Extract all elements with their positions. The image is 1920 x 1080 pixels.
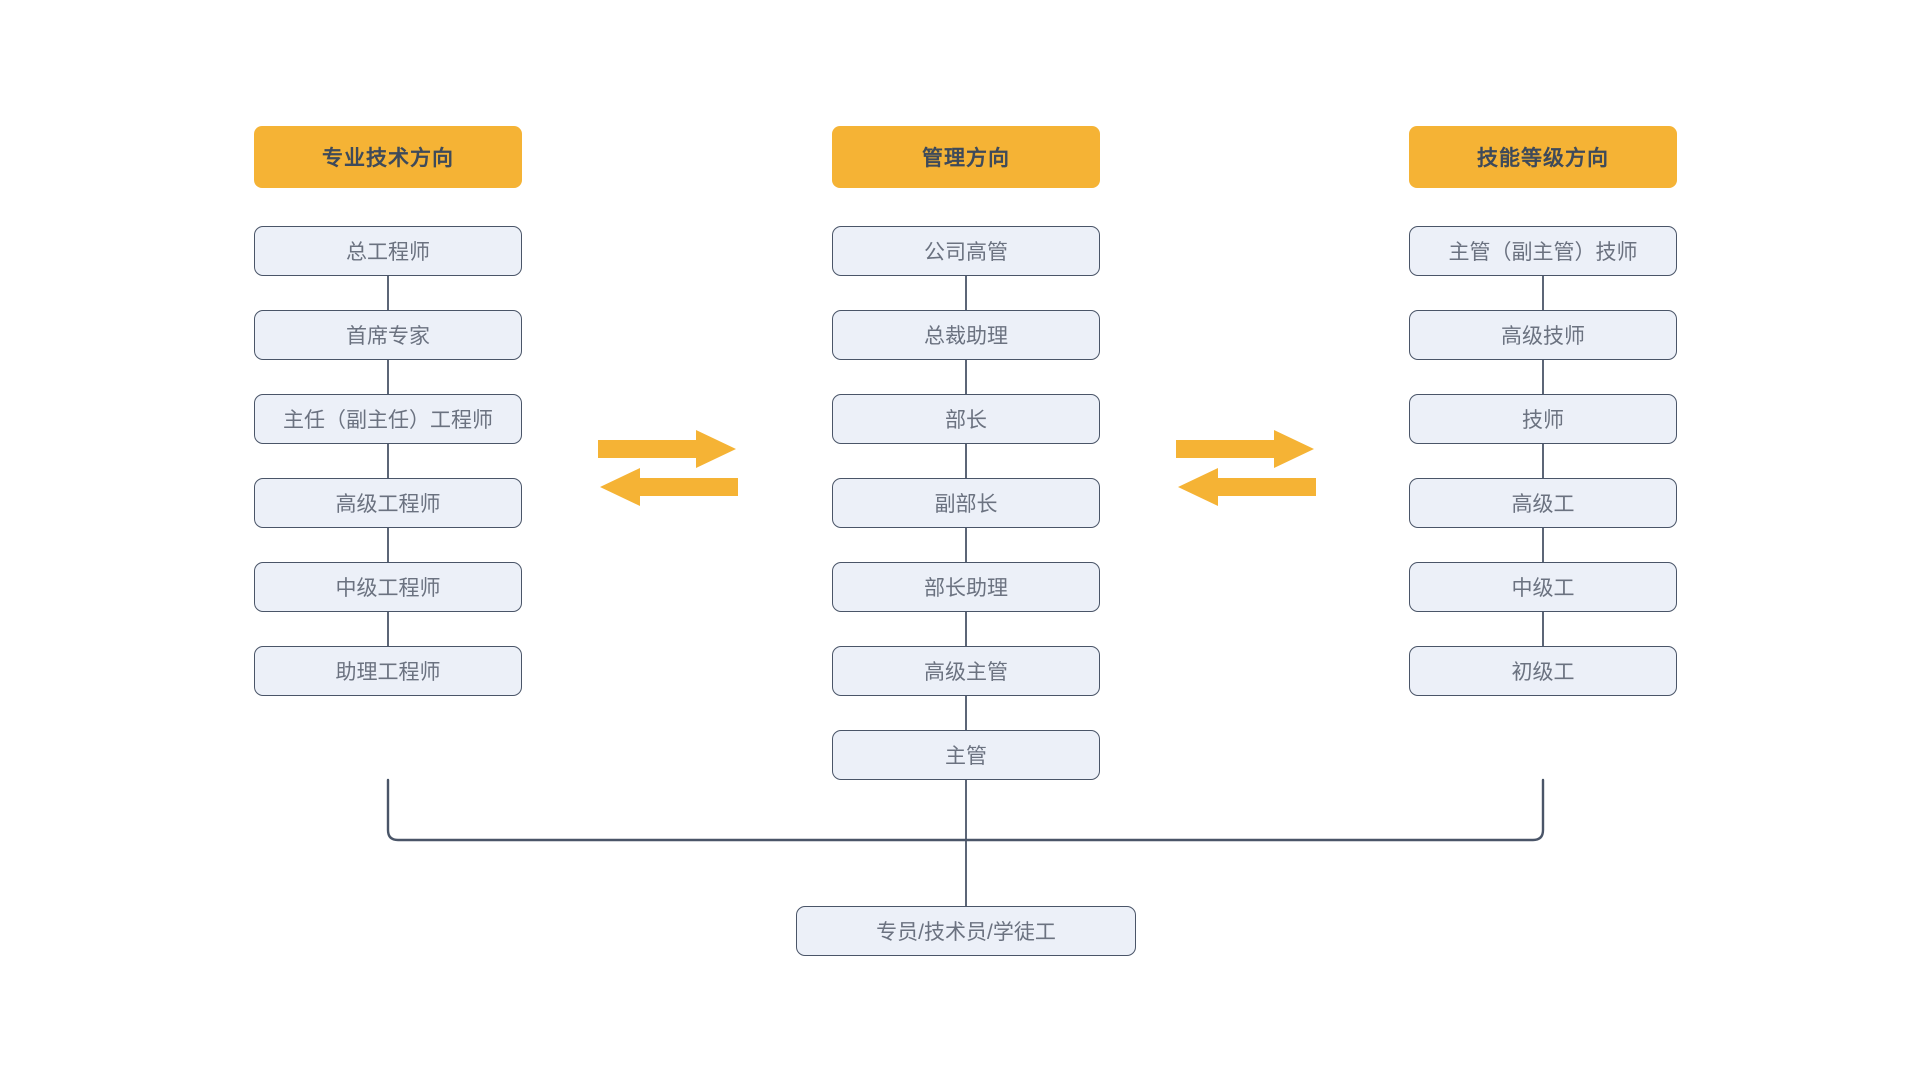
node-skill-4[interactable]: 中级工 [1409, 562, 1677, 612]
column-header-skill[interactable]: 技能等级方向 [1409, 126, 1677, 188]
arrow-right-icon [598, 430, 736, 468]
bidirectional-arrows-icon [1176, 430, 1316, 506]
bus-left-branch [386, 778, 968, 842]
node-skill-2[interactable]: 技师 [1409, 394, 1677, 444]
exchange-arrows-technical-management [598, 430, 738, 506]
node-tech-1[interactable]: 首席专家 [254, 310, 522, 360]
arrow-left-icon [1178, 468, 1316, 506]
exchange-arrows-management-skill [1176, 430, 1316, 506]
node-skill-5[interactable]: 初级工 [1409, 646, 1677, 696]
node-tech-2[interactable]: 主任（副主任）工程师 [254, 394, 522, 444]
bidirectional-arrows-icon [598, 430, 738, 506]
node-skill-0[interactable]: 主管（副主管）技师 [1409, 226, 1677, 276]
node-mgmt-4[interactable]: 部长助理 [832, 562, 1100, 612]
column-management: 管理方向 公司高管 总裁助理 部长 副部长 部长助理 高级主管 主管 [832, 126, 1100, 780]
column-header-management[interactable]: 管理方向 [832, 126, 1100, 188]
node-tech-5[interactable]: 助理工程师 [254, 646, 522, 696]
column-header-technical[interactable]: 专业技术方向 [254, 126, 522, 188]
node-tech-4[interactable]: 中级工程师 [254, 562, 522, 612]
node-tech-0[interactable]: 总工程师 [254, 226, 522, 276]
bus-right-branch [964, 778, 1545, 842]
arrow-right-icon [1176, 430, 1314, 468]
node-skill-1[interactable]: 高级技师 [1409, 310, 1677, 360]
node-mgmt-0[interactable]: 公司高管 [832, 226, 1100, 276]
node-mgmt-6[interactable]: 主管 [832, 730, 1100, 780]
node-list-technical: 总工程师 首席专家 主任（副主任）工程师 高级工程师 中级工程师 助理工程师 [254, 226, 522, 696]
column-skill: 技能等级方向 主管（副主管）技师 高级技师 技师 高级工 中级工 初级工 [1409, 126, 1677, 696]
node-skill-3[interactable]: 高级工 [1409, 478, 1677, 528]
arrow-left-icon [600, 468, 738, 506]
node-list-skill: 主管（副主管）技师 高级技师 技师 高级工 中级工 初级工 [1409, 226, 1677, 696]
node-list-management: 公司高管 总裁助理 部长 副部长 部长助理 高级主管 主管 [832, 226, 1100, 780]
node-tech-3[interactable]: 高级工程师 [254, 478, 522, 528]
column-technical: 专业技术方向 总工程师 首席专家 主任（副主任）工程师 高级工程师 中级工程师 … [254, 126, 522, 696]
node-mgmt-1[interactable]: 总裁助理 [832, 310, 1100, 360]
node-mgmt-2[interactable]: 部长 [832, 394, 1100, 444]
node-mgmt-3[interactable]: 副部长 [832, 478, 1100, 528]
node-base-entry-level[interactable]: 专员/技术员/学徒工 [796, 906, 1136, 956]
node-mgmt-5[interactable]: 高级主管 [832, 646, 1100, 696]
